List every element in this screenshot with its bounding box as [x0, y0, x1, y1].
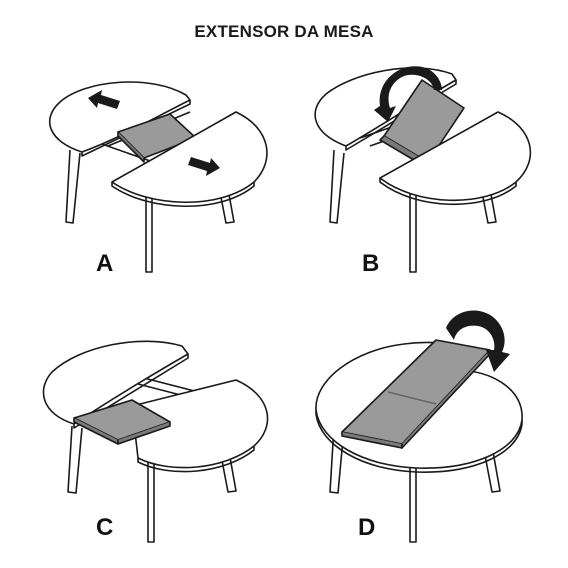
step-b-illustration [314, 66, 532, 273]
table-leg [329, 149, 345, 224]
push-apart-arrow-icon [188, 157, 220, 176]
table-leaf [383, 79, 465, 163]
step-c-illustration [42, 340, 269, 543]
step-d: D [284, 310, 568, 568]
step-b: B [284, 50, 568, 310]
step-label: B [362, 250, 380, 277]
step-label: C [96, 514, 114, 541]
table-leg [483, 445, 501, 493]
rotate-arrow-icon [446, 310, 510, 372]
rotate-arrow-icon [374, 66, 442, 122]
step-c: C [0, 310, 284, 568]
diagram-title: EXTENSOR DA MESA [194, 22, 374, 41]
table-leg [409, 190, 417, 273]
step-a: A [0, 50, 284, 310]
table-leg [145, 190, 153, 273]
table-leg [147, 460, 155, 543]
step-a-illustration [49, 81, 268, 273]
step-label: A [96, 250, 114, 277]
step-label: D [358, 514, 376, 541]
table-leg [409, 460, 417, 543]
step-d-illustration [315, 310, 523, 543]
table-leg [65, 149, 81, 224]
table-half-left [42, 340, 189, 425]
push-apart-arrow-icon [88, 90, 120, 109]
table-leg [67, 425, 83, 494]
